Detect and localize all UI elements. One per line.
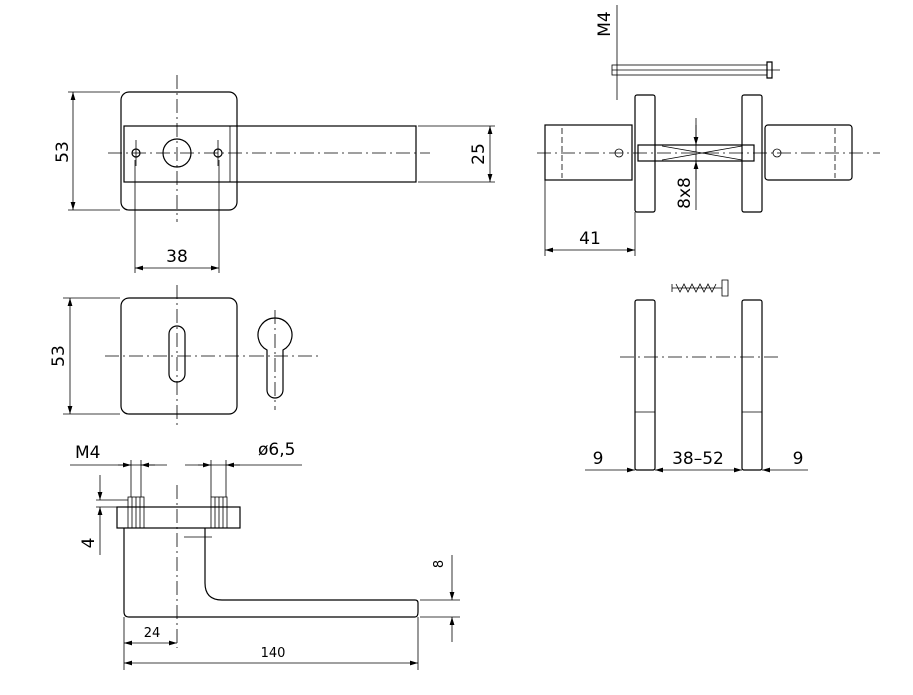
key-rose-view: 53 ø6,5 [49, 285, 320, 460]
dim-knob-depth: 41 [579, 229, 601, 249]
dim-offset: 24 [144, 626, 161, 641]
side-view-spindle: M4 8x8 41 [537, 5, 880, 256]
dim-door-thickness: 38–52 [672, 449, 724, 469]
dim-key-rose-height: 53 [49, 345, 69, 367]
lever-front-view: 53 25 38 [53, 75, 495, 273]
dim-spindle: 8x8 [675, 177, 695, 209]
dim-screw-spacing: 38 [166, 247, 188, 267]
dim-rose-thickness: 4 [79, 538, 99, 549]
dim-lever-thickness: 8 [432, 560, 447, 568]
dim-rose-left: 9 [593, 449, 604, 469]
dim-hole-diameter: ø6,5 [258, 440, 295, 460]
dim-lever-width: 25 [469, 143, 489, 165]
dim-thread: M4 [75, 443, 100, 463]
dim-rose-height: 53 [53, 141, 73, 163]
dim-lever-length: 140 [261, 646, 286, 661]
door-section-view: 9 38–52 9 [585, 279, 808, 473]
dim-screw-thread: M4 [595, 11, 615, 36]
dim-rose-right: 9 [793, 449, 804, 469]
lever-side-view: M4 4 8 24 140 [70, 443, 460, 670]
